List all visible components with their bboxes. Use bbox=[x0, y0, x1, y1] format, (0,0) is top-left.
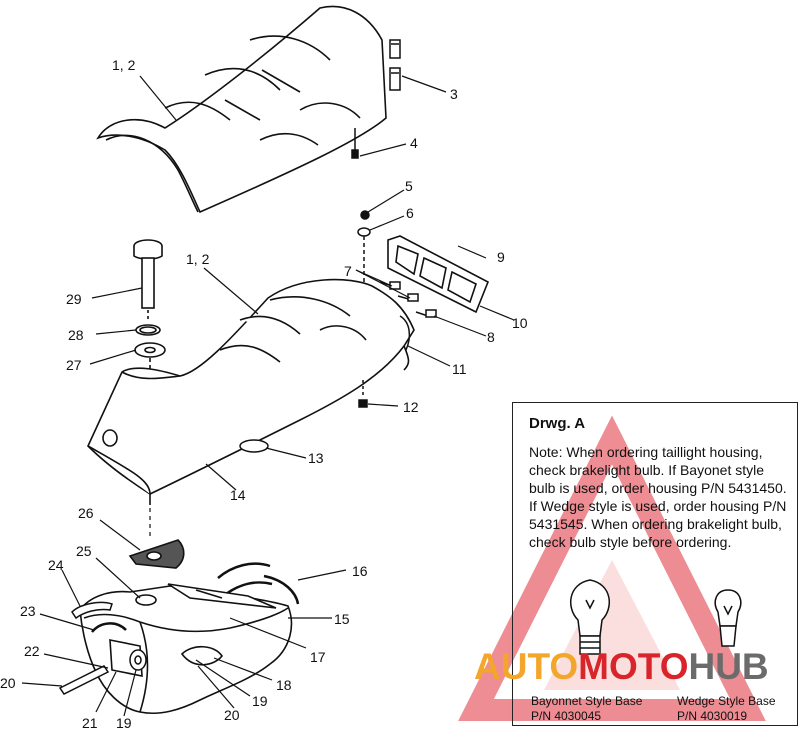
bracket-part-26 bbox=[128, 539, 185, 569]
callout-4: 4 bbox=[410, 135, 418, 151]
callout-29: 29 bbox=[66, 291, 82, 307]
wedge-name: Wedge Style Base bbox=[677, 694, 776, 708]
bracket-part-11 bbox=[399, 315, 411, 351]
watermark-part1: AUTO bbox=[474, 646, 579, 687]
watermark-part2: MOTO bbox=[578, 646, 689, 687]
hardware-parts-5-6 bbox=[357, 210, 371, 290]
callout-23: 23 bbox=[20, 603, 36, 619]
callout-25: 25 bbox=[76, 543, 92, 559]
callout-7: 7 bbox=[344, 263, 352, 279]
callout-20-bottom: 20 bbox=[224, 707, 240, 723]
screw-part-12 bbox=[358, 380, 368, 408]
watermark-triangle bbox=[458, 415, 766, 721]
clamp-part-23 bbox=[91, 622, 127, 633]
callout-21: 21 bbox=[82, 715, 98, 730]
clamp-part-19 bbox=[129, 649, 147, 671]
wedge-pn: P/N 4030019 bbox=[677, 709, 748, 723]
callout-8: 8 bbox=[487, 329, 495, 345]
callout-labels: 1, 2 3 4 5 6 1, 2 7 9 10 8 29 28 27 11 1… bbox=[0, 57, 528, 730]
callout-27: 27 bbox=[66, 357, 82, 373]
hose-part-24 bbox=[71, 601, 113, 620]
wedge-caption: Wedge Style Base P/N 4030019 bbox=[677, 694, 776, 724]
latch-part-3 bbox=[389, 39, 401, 91]
callout-10: 10 bbox=[512, 315, 528, 331]
callout-9: 9 bbox=[497, 249, 505, 265]
callout-16: 16 bbox=[352, 563, 368, 579]
callout-17: 17 bbox=[310, 649, 326, 665]
bayonet-name: Bayonnet Style Base bbox=[531, 694, 643, 708]
callout-24: 24 bbox=[48, 557, 64, 573]
callout-11: 11 bbox=[452, 361, 467, 377]
watermark-text: AUTOMOTOHUB bbox=[474, 646, 769, 688]
bayonet-pn: P/N 4030045 bbox=[531, 709, 602, 723]
fitting-part-20 bbox=[58, 665, 110, 695]
callout-3: 3 bbox=[450, 86, 458, 102]
rib-part-16 bbox=[217, 562, 300, 605]
screw-part-4 bbox=[351, 128, 359, 159]
callout-1-2-top: 1, 2 bbox=[112, 57, 136, 73]
callout-19-right: 19 bbox=[252, 693, 268, 709]
callout-22: 22 bbox=[24, 643, 40, 659]
callout-28: 28 bbox=[68, 327, 84, 343]
seat-and-cover-part-14 bbox=[87, 278, 415, 505]
taillight-lens-part-10 bbox=[387, 235, 490, 314]
callout-14: 14 bbox=[230, 487, 246, 503]
callout-19-bottom: 19 bbox=[116, 715, 132, 730]
seat-top bbox=[96, 5, 387, 214]
filler-cap-part-29 bbox=[133, 239, 163, 322]
leader-lines bbox=[21, 75, 515, 717]
callout-6: 6 bbox=[406, 205, 414, 221]
callout-20-left: 20 bbox=[0, 675, 16, 691]
grommet-part-13 bbox=[239, 439, 269, 453]
callout-13: 13 bbox=[308, 450, 324, 466]
note-text: Note: When ordering taillight housing, c… bbox=[529, 444, 787, 550]
callout-18: 18 bbox=[276, 677, 292, 693]
watermark-part3: HUB bbox=[688, 646, 769, 687]
note-title: Drwg. A bbox=[529, 415, 586, 432]
note-box-drawing-a: Drwg. A Note: When ordering taillight ho… bbox=[512, 402, 798, 726]
callout-5: 5 bbox=[405, 178, 413, 194]
bayonet-caption: Bayonnet Style Base P/N 4030045 bbox=[531, 694, 642, 724]
callout-1-2-mid: 1, 2 bbox=[186, 251, 210, 267]
wedge-bulb-icon bbox=[714, 589, 742, 647]
callout-15: 15 bbox=[334, 611, 350, 627]
callout-26: 26 bbox=[78, 505, 94, 521]
bayonet-bulb-icon bbox=[569, 579, 611, 655]
o-ring-part-28 bbox=[135, 324, 161, 336]
callout-12: 12 bbox=[403, 399, 419, 415]
